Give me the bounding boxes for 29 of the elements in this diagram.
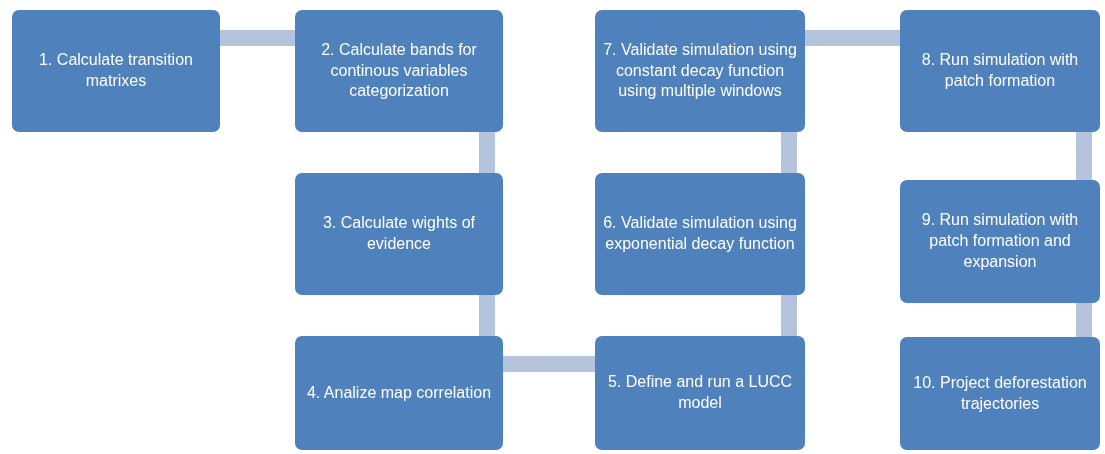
step-label: 8. Run simulation with patch formation (920, 50, 1080, 91)
step-label: 2. Calculate bands for continous variables categorization (320, 39, 478, 102)
process-box (900, 180, 1100, 303)
step-label: 1. Calculate transition matrixes (38, 50, 194, 91)
connector-bar (1076, 132, 1092, 180)
process-box (12, 10, 220, 132)
step-label: 3. Calculate wights of evidence (321, 213, 477, 254)
process-box (595, 10, 805, 132)
process-box (295, 336, 503, 450)
connector-bar (1076, 303, 1092, 337)
process-box (295, 10, 503, 132)
connector-bar (479, 295, 495, 336)
connector-bar (503, 356, 595, 372)
step-label: 6. Validate simulation using exponential decay function (603, 213, 797, 254)
step-label: 9. Run simulation with patch formation and expansion (920, 210, 1080, 272)
process-box (295, 173, 503, 295)
process-box (900, 337, 1100, 450)
step-label: 5. Define and run a LUCC model (606, 372, 794, 413)
connector-bar (479, 132, 495, 173)
step-label: 10. Project deforestation trajectories (912, 372, 1088, 414)
process-box (900, 10, 1100, 132)
step-label: 4. Analize map correlation (306, 382, 492, 403)
connector-bar (220, 30, 295, 46)
connector-bar (781, 132, 797, 173)
connector-bar (805, 30, 900, 46)
process-box (595, 336, 805, 450)
process-box (595, 173, 805, 295)
step-label: 7. Validate simulation using constant decay function using multiple windows (603, 39, 797, 102)
connector-bar (781, 295, 797, 336)
